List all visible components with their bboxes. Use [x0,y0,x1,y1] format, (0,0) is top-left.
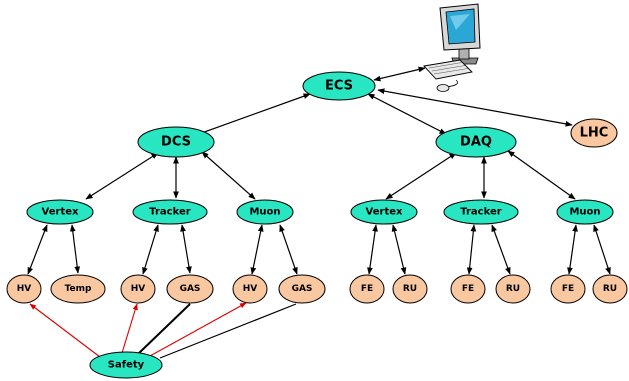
node-dcs-vertex-label: Vertex [42,207,79,218]
node-daq-tracker-fe-label: FE [462,284,474,294]
link-tracker-gas [180,224,192,274]
link-daq-muon [507,150,576,200]
node-vertex-hv-label: HV [17,284,32,294]
node-daq-vertex-fe-label: FE [361,284,373,294]
links [27,66,611,359]
node-daq-vertex: Vertex [350,199,418,225]
node-dcs-muon-label: Muon [249,207,280,218]
node-vertex-hv: HV [6,274,42,304]
node-dcs-tracker-label: Tracker [149,207,190,218]
link-vertex-hv [27,224,48,275]
node-tracker-hv-label: HV [131,284,146,294]
link-daq-vertex [385,152,457,200]
node-muon-hv: HV [232,274,268,304]
link-muon-gas [279,224,298,275]
link-ecs-lhc [377,88,573,127]
node-daq-muon-label: Muon [569,207,600,218]
link-computer-ecs [373,66,426,82]
link-ecs-dcs [195,93,311,136]
link-daq-tracker-ru [491,224,511,275]
node-daq-vertex-label: Vertex [366,207,403,218]
link-daq-muon-ru [593,224,611,275]
link-safety-tracker-hv [121,303,138,354]
link-dcs-vertex [85,152,159,200]
link-dcs-muon [201,151,256,200]
link-daq-vertex-fe [367,224,378,275]
node-dcs-muon: Muon [236,199,294,225]
link-safety-muon-gas [159,303,297,359]
link-vertex-temp [69,224,81,274]
link-safety-tracker-gas [137,303,191,355]
node-ecs-label: ECS [325,79,353,94]
node-dcs-label: DCS [161,135,191,150]
link-muon-hv [250,224,264,275]
node-muon-gas-label: GAS [292,284,313,294]
node-daq-tracker-fe: FE [450,274,486,304]
node-dcs: DCS [137,126,215,158]
node-tracker-gas: GAS [166,274,214,304]
link-daq-tracker-fe [466,224,477,275]
node-ecs: ECS [302,71,376,101]
node-daq-muon-fe: FE [550,274,586,304]
node-safety: Safety [89,351,163,379]
link-tracker-hv [142,224,159,275]
node-daq-tracker-ru: RU [495,274,531,304]
node-daq-label: DAQ [460,135,492,150]
safety-links [29,302,247,358]
node-daq-tracker-label: Tracker [460,207,501,218]
node-lhc-label: LHC [580,126,609,141]
node-tracker-gas-label: GAS [180,284,201,294]
node-dcs-vertex: Vertex [26,199,94,225]
node-dcs-tracker: Tracker [132,199,208,225]
node-daq-vertex-fe: FE [349,274,385,304]
node-daq-vertex-ru-label: RU [403,284,417,294]
node-daq-tracker-ru-label: RU [506,284,520,294]
node-muon-hv-label: HV [243,284,258,294]
link-safety-muon-hv [149,302,247,357]
node-lhc: LHC [570,118,618,148]
node-vertex-temp-label: Temp [65,284,92,294]
node-daq-muon-fe-label: FE [562,284,574,294]
node-tracker-hv: HV [120,274,156,304]
desktop-computer-icon [423,3,481,92]
node-daq: DAQ [435,126,517,158]
node-daq-vertex-ru: RU [392,274,428,304]
link-safety-vertex-hv [29,303,101,358]
link-daq-vertex-ru [391,224,407,275]
node-daq-muon-ru: RU [592,274,628,304]
node-daq-muon-ru-label: RU [603,284,617,294]
node-vertex-temp: Temp [50,274,106,304]
node-muon-gas: GAS [278,274,326,304]
node-safety-label: Safety [108,360,145,371]
node-daq-muon: Muon [556,199,614,225]
node-daq-tracker: Tracker [443,199,519,225]
link-daq-muon-fe [567,224,578,275]
